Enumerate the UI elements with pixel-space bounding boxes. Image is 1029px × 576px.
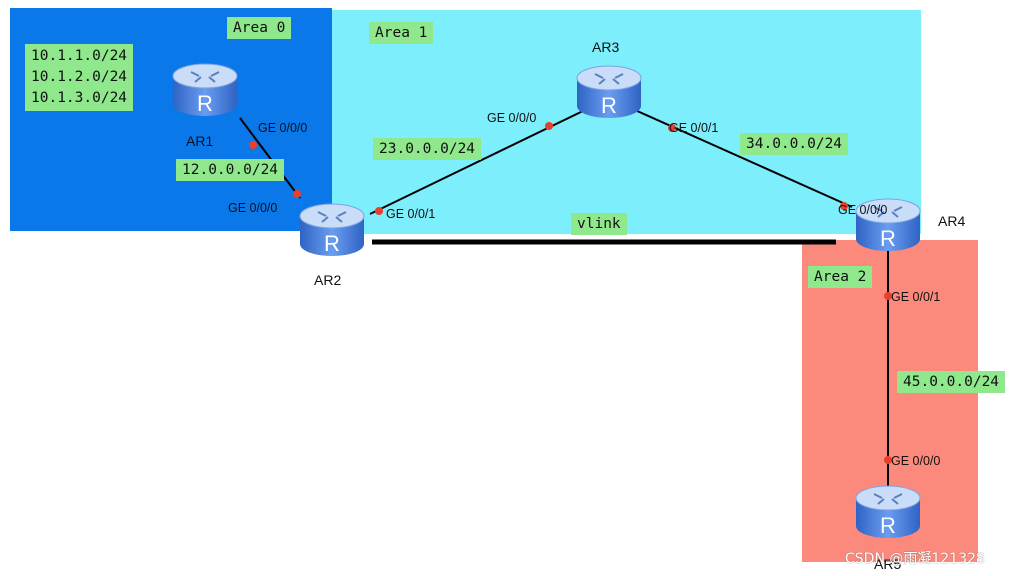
port-dot-ar3-ge001 <box>668 124 676 132</box>
area-2-label: Area 2 <box>808 266 873 288</box>
network-ar4-ar5: 45.0.0.0/24 <box>897 371 1006 393</box>
loopback-network: 10.1.2.0/24 <box>31 69 128 85</box>
port-dot-ar1-ge000 <box>249 141 257 149</box>
iface-ar3-ge001: GE 0/0/1 <box>669 121 719 135</box>
router-ar4-icon: R <box>852 193 924 257</box>
router-ar3-name: AR3 <box>592 39 620 55</box>
router-ar2-icon: R <box>296 198 368 262</box>
router-glyph: R <box>880 513 896 538</box>
iface-ar1-ge000: GE 0/0/0 <box>258 121 308 135</box>
router-glyph: R <box>601 93 617 118</box>
area-0-label: Area 0 <box>227 17 292 39</box>
iface-ar2-ge001: GE 0/0/1 <box>386 207 436 221</box>
area-1-region <box>332 10 921 234</box>
port-dot-ar4-ge000 <box>840 202 848 210</box>
network-ar2-ar3: 23.0.0.0/24 <box>373 138 482 160</box>
router-ar1-name: AR1 <box>186 133 214 149</box>
area-1-label: Area 1 <box>369 22 434 44</box>
router-ar5-name: AR5 <box>874 556 902 572</box>
network-ar1-ar2: 12.0.0.0/24 <box>176 159 285 181</box>
port-dot-ar3-ge000 <box>545 122 553 130</box>
iface-ar4-ge001: GE 0/0/1 <box>891 290 941 304</box>
iface-ar5-ge000: GE 0/0/0 <box>891 454 941 468</box>
router-glyph: R <box>324 231 340 256</box>
loopback-network: 10.1.3.0/24 <box>31 90 128 106</box>
loopback-network: 10.1.1.0/24 <box>31 48 128 64</box>
port-dot-ar2-ge001 <box>375 207 383 215</box>
iface-ar2-ge000: GE 0/0/0 <box>228 201 278 215</box>
router-ar3-icon: R <box>573 60 645 124</box>
router-ar1-icon: R <box>169 58 241 122</box>
port-dot-ar4-ge001 <box>884 292 892 300</box>
network-ar3-ar4: 34.0.0.0/24 <box>740 133 849 155</box>
link-ar1-ar2 <box>239 117 301 199</box>
iface-ar4-ge000: GE 0/0/0 <box>838 203 888 217</box>
vlink-label: vlink <box>571 213 627 235</box>
ar1-loopback-networks: 10.1.1.0/24 10.1.2.0/24 10.1.3.0/24 <box>25 44 134 111</box>
router-glyph: R <box>880 226 896 251</box>
link-ar3-ar4 <box>634 109 853 208</box>
router-glyph: R <box>197 91 213 116</box>
iface-ar3-ge000: GE 0/0/0 <box>487 111 537 125</box>
port-dot-ar2-ge000 <box>293 190 301 198</box>
watermark: CSDN @雨凝121328 <box>845 551 985 567</box>
router-ar4-name: AR4 <box>938 213 966 229</box>
port-dot-ar5-ge000 <box>884 456 892 464</box>
router-ar5-icon: R <box>852 480 924 544</box>
router-ar2-name: AR2 <box>314 272 342 288</box>
